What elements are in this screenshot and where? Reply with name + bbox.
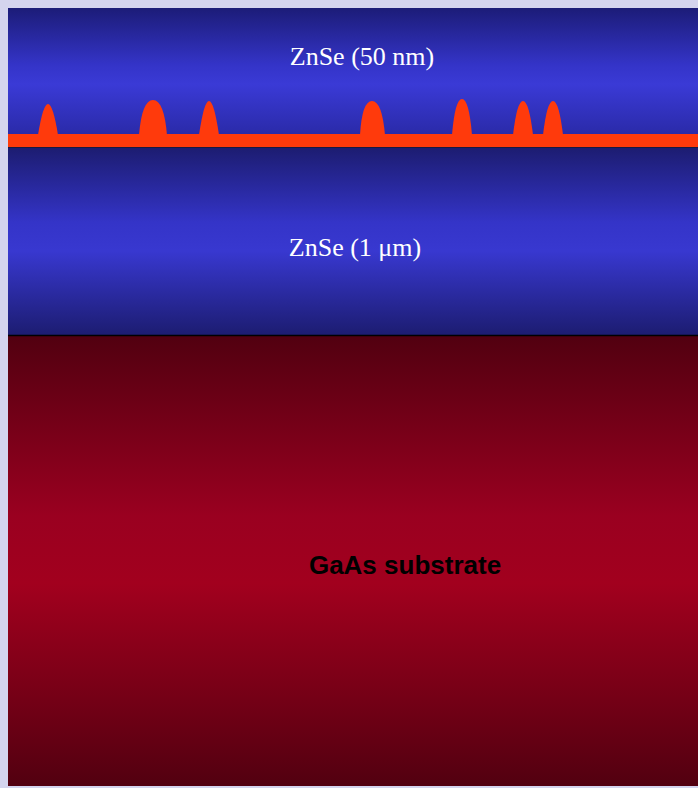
quantum-dot [452,99,472,135]
layer-label: ZnSe (50 nm) [290,42,434,72]
quantum-dot [139,100,167,135]
layer-label: ZnSe (1 μm) [289,233,421,263]
quantum-dot [360,101,385,135]
quantum-dots [38,99,563,135]
quantum-dot [543,101,563,135]
layer-band: GaAs substrate [8,336,698,786]
layer-label: GaAs substrate [309,550,501,581]
interface-line [8,335,698,337]
wetting-layer [8,134,698,147]
layer-band: ZnSe (50 nm) [8,8,698,135]
quantum-dot [513,101,533,135]
quantum-dot [199,101,219,135]
interface-line [8,147,698,148]
layer-band: ZnSe (1 μm) [8,147,698,336]
quantum-dot [38,104,58,135]
